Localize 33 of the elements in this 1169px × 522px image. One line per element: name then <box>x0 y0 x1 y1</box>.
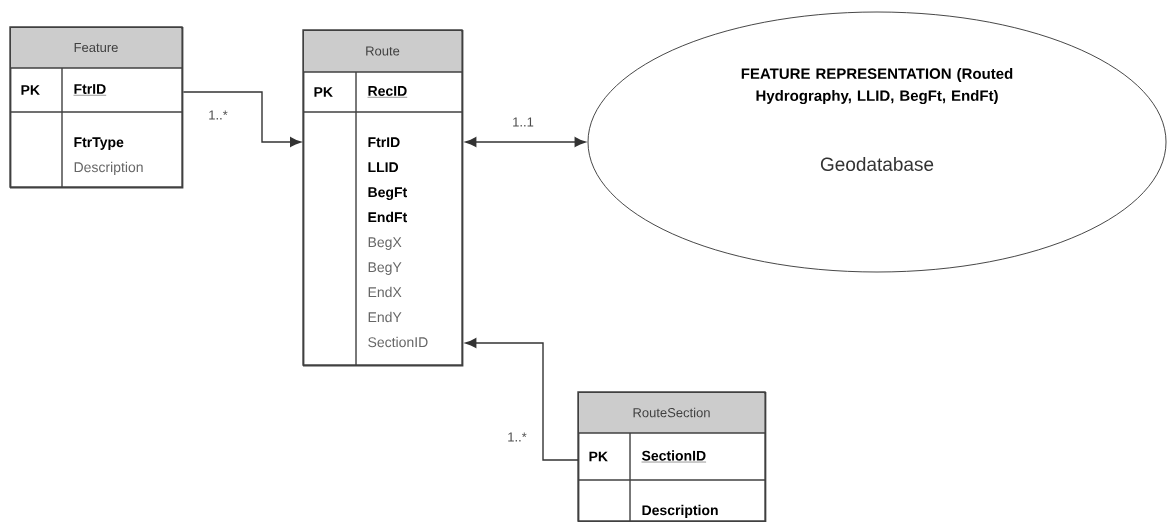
arrow <box>465 338 579 461</box>
field-name: BegY <box>368 262 402 275</box>
arrow <box>182 91 302 147</box>
field-name: EndY <box>368 311 402 323</box>
field-name: BegFt <box>368 187 407 200</box>
key-label: PK <box>314 87 333 97</box>
field-name: FtrID <box>368 137 400 148</box>
table-header: Feature <box>74 42 118 53</box>
table-header: RouteSection <box>633 407 710 418</box>
edge-label: 1..1 <box>513 117 534 127</box>
field-name: EndFt <box>368 211 407 223</box>
field-name: EndX <box>368 286 402 298</box>
field-name: BegX <box>368 237 402 250</box>
entity-table <box>302 29 464 367</box>
key-field: SectionID <box>641 450 707 463</box>
field-name: Description <box>74 161 143 175</box>
field-name: SectionID <box>368 336 428 348</box>
key-label: PK <box>589 451 608 462</box>
entity-table <box>9 26 184 189</box>
table-header: Route <box>366 46 400 56</box>
field-name: Description <box>642 504 718 518</box>
key-label: PK <box>21 85 40 95</box>
ellipse-heading: FEATURE REPRESENTATION (Routed Hydrography, LLID, BegFt, EndFt) <box>741 68 1013 105</box>
key-field: FtrID <box>73 84 107 96</box>
arrow <box>465 137 586 147</box>
ellipse <box>587 11 1167 273</box>
entity-table <box>577 391 767 522</box>
field-name: LLID <box>368 162 399 172</box>
ellipse-text: Geodatabase <box>820 157 934 171</box>
field-name: FtrType <box>74 137 124 150</box>
edge-label: 1..* <box>209 110 228 120</box>
key-field: RecID <box>367 86 408 98</box>
edge-label: 1..* <box>508 432 527 442</box>
